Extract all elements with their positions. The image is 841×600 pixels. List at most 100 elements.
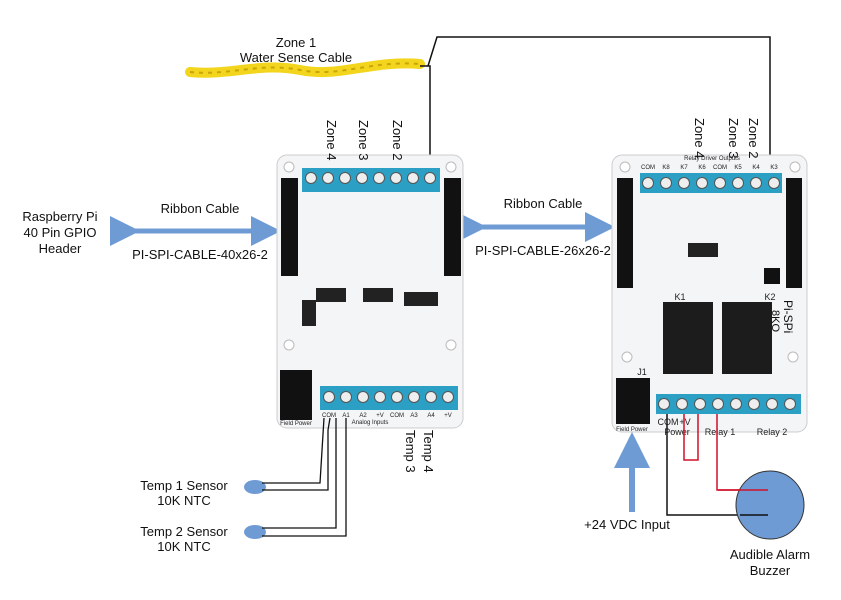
left-field-power: Field Power — [280, 421, 312, 427]
terminal-screw — [768, 177, 780, 189]
terminal-label: A2 — [359, 413, 367, 419]
terminal-label: COM — [713, 165, 727, 171]
power-relay-terminal-block — [656, 394, 801, 414]
terminal-label: COM — [641, 165, 655, 171]
temp1-sensor-label: Temp 1 Sensor — [140, 478, 228, 493]
terminal-label: A1 — [342, 413, 350, 419]
left-zone-label: Zone 2 — [390, 120, 405, 160]
right-zone-label: Zone 3 — [726, 118, 741, 158]
j1-label: J1 — [637, 367, 647, 377]
power-jack — [280, 370, 312, 420]
terminal-screw — [678, 177, 690, 189]
gpio-header-left — [617, 178, 633, 288]
zone1-wire — [420, 65, 431, 172]
terminal-label: +V — [376, 413, 384, 419]
terminal-screw — [658, 398, 670, 410]
board-name-2: 8KO — [769, 310, 781, 332]
board-name-1: Pi-SPi — [781, 300, 795, 333]
relay-driver-outputs: Relay Driver Outputs — [684, 156, 740, 162]
relay-output-terminal-block — [640, 173, 782, 193]
terminal-screw — [748, 398, 760, 410]
terminal-label: COM — [390, 413, 404, 419]
k2-label: K2 — [764, 292, 775, 302]
terminal-screw — [305, 172, 317, 184]
terminal-screw — [339, 172, 351, 184]
terminal-label: A4 — [427, 413, 435, 419]
terminal-screw — [391, 391, 403, 403]
terminal-screw — [340, 391, 352, 403]
sensor-wires — [262, 417, 347, 537]
terminal-screw — [373, 172, 385, 184]
ribbon-right-label: Ribbon Cable — [504, 196, 583, 211]
relay-zone1-wire — [427, 36, 771, 172]
temp1-sensor — [244, 480, 266, 494]
pi-header-2: 40 Pin GPIO — [24, 225, 97, 240]
temp2-sensor — [244, 525, 266, 539]
right-zone-label: Zone 2 — [746, 118, 761, 158]
alarm-buzzer — [735, 470, 805, 540]
terminal-screw — [357, 391, 369, 403]
power-input-label: +24 VDC Input — [584, 517, 670, 532]
cable-title-1: Zone 1 — [276, 35, 316, 50]
terminal-screw — [323, 391, 335, 403]
temp2-sensor-label: Temp 2 Sensor — [140, 524, 228, 539]
relay2-label: Relay 2 — [757, 427, 788, 437]
terminal-label: K8 — [662, 165, 670, 171]
temp1-sensor-type: 10K NTC — [157, 493, 210, 508]
relay-k1 — [663, 302, 713, 374]
terminal-screw — [712, 398, 724, 410]
terminal-label: COM — [322, 413, 336, 419]
relay-k2 — [722, 302, 772, 374]
terminal-screw — [407, 172, 419, 184]
terminal-screw — [660, 177, 672, 189]
terminal-label: K7 — [680, 165, 688, 171]
ribbon-left-part: PI-SPI-CABLE-40x26-2 — [132, 247, 268, 262]
terminal-screw — [696, 177, 708, 189]
pi-header-1: Raspberry Pi — [22, 209, 97, 224]
pi-header-3: Header — [39, 241, 82, 256]
buzzer-red-jumper — [683, 414, 699, 461]
terminal-screw — [322, 172, 334, 184]
com-terminal-label: COM — [658, 417, 679, 427]
left-analog-inputs: Analog Inputs — [352, 420, 389, 426]
ribbon-right-part: PI-SPI-CABLE-26x26-2 — [475, 243, 611, 258]
ribbon-left-label: Ribbon Cable — [161, 201, 240, 216]
terminal-label: K5 — [734, 165, 742, 171]
terminal-label: A3 — [410, 413, 418, 419]
terminal-screw — [784, 398, 796, 410]
terminal-screw — [374, 391, 386, 403]
cable-title-2: Water Sense Cable — [240, 50, 352, 65]
terminal-screw — [356, 172, 368, 184]
terminal-screw — [642, 177, 654, 189]
terminal-screw — [766, 398, 778, 410]
gpio-header-left — [281, 178, 298, 276]
terminal-label: K6 — [698, 165, 706, 171]
left-zone-label: Zone 3 — [356, 120, 371, 160]
terminal-screw — [390, 172, 402, 184]
k1-label: K1 — [674, 292, 685, 302]
temp3-label: Temp 3 — [403, 430, 418, 473]
buzzer-black-wire — [666, 414, 768, 516]
terminal-label: K3 — [770, 165, 778, 171]
terminal-label: +V — [444, 413, 452, 419]
power-label: Power — [664, 427, 690, 437]
right-field-power: Field Power — [616, 427, 648, 433]
v-terminal-label: +V — [679, 417, 690, 427]
gpio-header-right — [786, 178, 802, 288]
terminal-screw — [408, 391, 420, 403]
terminal-screw — [425, 391, 437, 403]
temp4-label: Temp 4 — [421, 430, 436, 473]
buzzer-label-2: Buzzer — [750, 563, 791, 578]
terminal-screw — [694, 398, 706, 410]
temp2-sensor-type: 10K NTC — [157, 539, 210, 554]
right-zone-label: Zone 4 — [692, 118, 707, 158]
terminal-screw — [730, 398, 742, 410]
terminal-screw — [676, 398, 688, 410]
gpio-header-right — [444, 178, 461, 276]
terminal-screw — [442, 391, 454, 403]
terminal-label: K4 — [752, 165, 760, 171]
power-jack — [616, 378, 650, 424]
